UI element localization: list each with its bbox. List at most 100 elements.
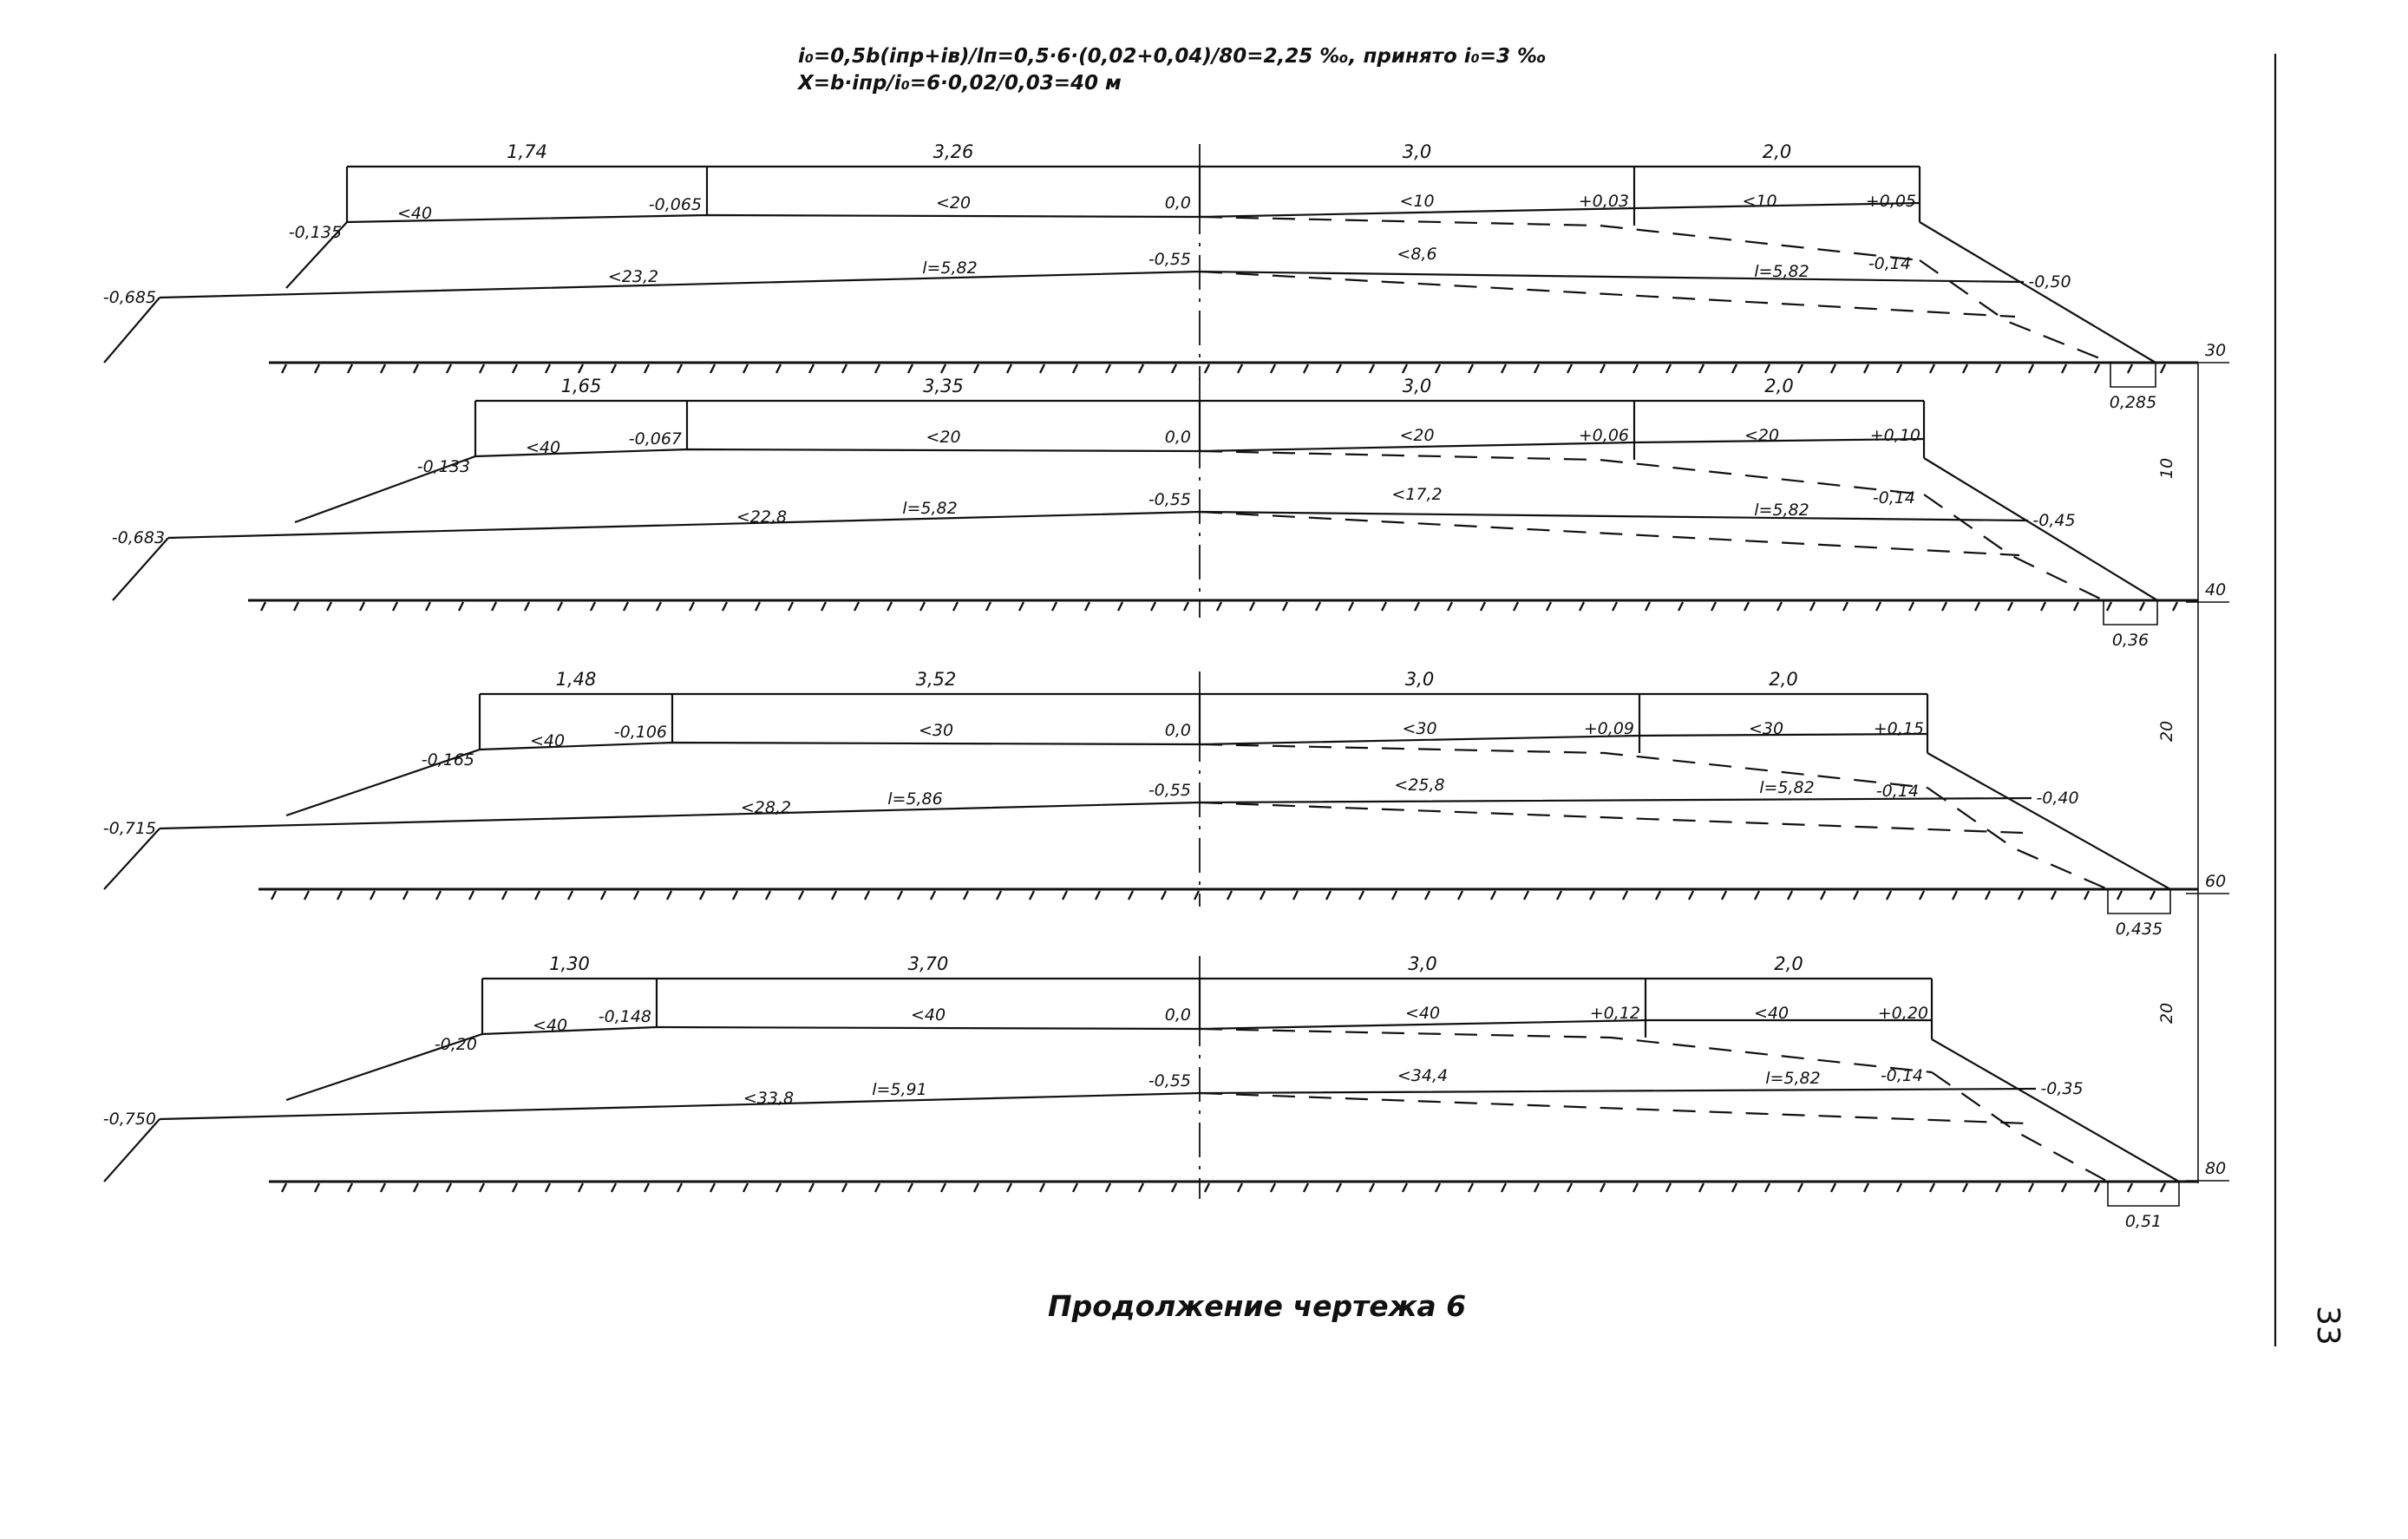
ground-hatch <box>478 1182 486 1193</box>
right-side-slope <box>1919 221 2156 363</box>
ground-hatch <box>754 601 762 612</box>
ground-hatch <box>478 363 486 374</box>
ground-hatch <box>1489 890 1497 900</box>
ground-hatch <box>577 363 585 374</box>
ground-hatch <box>1566 363 1574 374</box>
ground-hatch <box>523 601 531 612</box>
ground-hatch <box>1434 363 1442 374</box>
ground-hatch <box>2093 1182 2101 1193</box>
ground-hatch <box>1665 1182 1672 1193</box>
ground-hatch <box>610 1182 618 1193</box>
dimension-label: 1,48 <box>556 669 597 690</box>
ground-hatch <box>972 363 980 374</box>
ground-hatch <box>1654 890 1662 900</box>
ground-hatch <box>544 1182 552 1193</box>
ground-hatch <box>962 890 970 900</box>
right-bottom-slope-label: <17,2 <box>1391 485 1442 504</box>
axis-top-label: 0,0 <box>1165 193 1191 213</box>
ground-hatch <box>379 363 387 374</box>
ground-hatch <box>1446 601 1454 612</box>
ground-hatch <box>599 890 607 900</box>
ground-hatch <box>1335 363 1343 374</box>
ground-hatch <box>906 363 914 374</box>
axis-bottom-label: -0,55 <box>1148 490 1191 509</box>
ground-hatch <box>2149 890 2156 900</box>
ground-hatch <box>709 1182 717 1193</box>
ground-hatch <box>665 890 673 900</box>
ground-hatch <box>1698 1182 1705 1193</box>
station-label: 60 <box>2205 872 2226 891</box>
ground-hatch <box>742 1182 749 1193</box>
ground-hatch <box>797 890 805 900</box>
ground-hatch <box>1885 890 1893 900</box>
ground-hatch <box>2126 1182 2134 1193</box>
ground-hatch <box>643 1182 651 1193</box>
left-break-label: -0,148 <box>599 1007 651 1026</box>
ground-hatch <box>1456 890 1464 900</box>
ground-hatch <box>919 601 926 612</box>
ground-hatch <box>830 890 838 900</box>
ground-hatch <box>764 890 772 900</box>
ground-hatch <box>2159 363 2167 374</box>
ground-hatch <box>1545 601 1553 612</box>
right-side-slope <box>1923 457 2158 601</box>
toe-label: 0,36 <box>2112 631 2149 650</box>
dimension-label: 1,65 <box>561 376 602 396</box>
header-formula-2: X=b·iпр/i₀=6·0,02/0,03=40 м <box>796 72 1122 95</box>
right-bottom-slope-label: <8,6 <box>1397 245 1436 264</box>
ground-hatch <box>2138 601 2146 612</box>
ground-hatch <box>643 363 651 374</box>
ground-hatch <box>2159 1182 2167 1193</box>
right-bottom-edge-label: -0,45 <box>2032 511 2075 530</box>
ground-hatch <box>2017 890 2025 900</box>
ground-hatch <box>1434 1182 1442 1193</box>
right-side-slope <box>1927 752 2171 890</box>
ground-hatch <box>655 601 663 612</box>
ground-hatch <box>457 601 465 612</box>
left-edge-top-label: -0,133 <box>417 457 470 476</box>
drawing-header: i₀=0,5b(iпр+iв)/lп=0,5·6·(0,02+0,04)/80=… <box>796 45 1546 95</box>
ground-hatch <box>1170 363 1178 374</box>
left-shoulder-slope-label: <40 <box>397 204 432 223</box>
subgrade-dashed <box>1199 510 2020 557</box>
ground-hatch <box>1621 890 1629 900</box>
station-label: 80 <box>2205 1159 2226 1178</box>
right-bottom-length-label: l=5,82 <box>1754 262 1809 281</box>
ground-hatch <box>1358 890 1365 900</box>
ground-hatch <box>1533 1182 1541 1193</box>
ground-hatch <box>412 1182 420 1193</box>
toe-dimension <box>2107 889 2171 914</box>
toe-dimension <box>2103 600 2158 625</box>
left-bottom-length-label: l=5,91 <box>872 1080 927 1099</box>
ground-hatch <box>1500 1182 1508 1193</box>
left-bottom-slope-label: <33,8 <box>743 1089 794 1108</box>
left-bottom-edge-label: -0,750 <box>103 1110 156 1129</box>
ground-hatch <box>896 890 904 900</box>
right-dash-mark-label: -0,14 <box>1873 488 1915 508</box>
ground-hatch <box>435 890 442 900</box>
subgrade-line <box>159 1087 2037 1121</box>
right-slope-label-2: <30 <box>1749 719 1783 738</box>
ground-hatch <box>1028 890 1036 900</box>
ground-hatch <box>1104 363 1112 374</box>
ground-hatch <box>2093 363 2101 374</box>
dimension-label: 1,74 <box>507 141 547 162</box>
dimension-label: 2,0 <box>1763 141 1791 162</box>
ground-hatch <box>1951 890 1959 900</box>
ground-hatch <box>1137 363 1145 374</box>
axis-bottom-label: -0,55 <box>1148 250 1191 269</box>
right-slope-label-1: <30 <box>1402 719 1436 738</box>
pavement-surface-left <box>294 448 1201 524</box>
ground-hatch <box>1005 1182 1013 1193</box>
right-edge-label: +0,05 <box>1866 192 1916 211</box>
ground-hatch <box>1104 1182 1112 1193</box>
ground-hatch <box>1731 363 1738 374</box>
ground-hatch <box>1698 363 1705 374</box>
ground-hatch <box>1940 601 1948 612</box>
right-bottom-length-label: l=5,82 <box>1754 501 1809 520</box>
ground-hatch <box>1368 363 1376 374</box>
station-label: 40 <box>2205 580 2226 599</box>
